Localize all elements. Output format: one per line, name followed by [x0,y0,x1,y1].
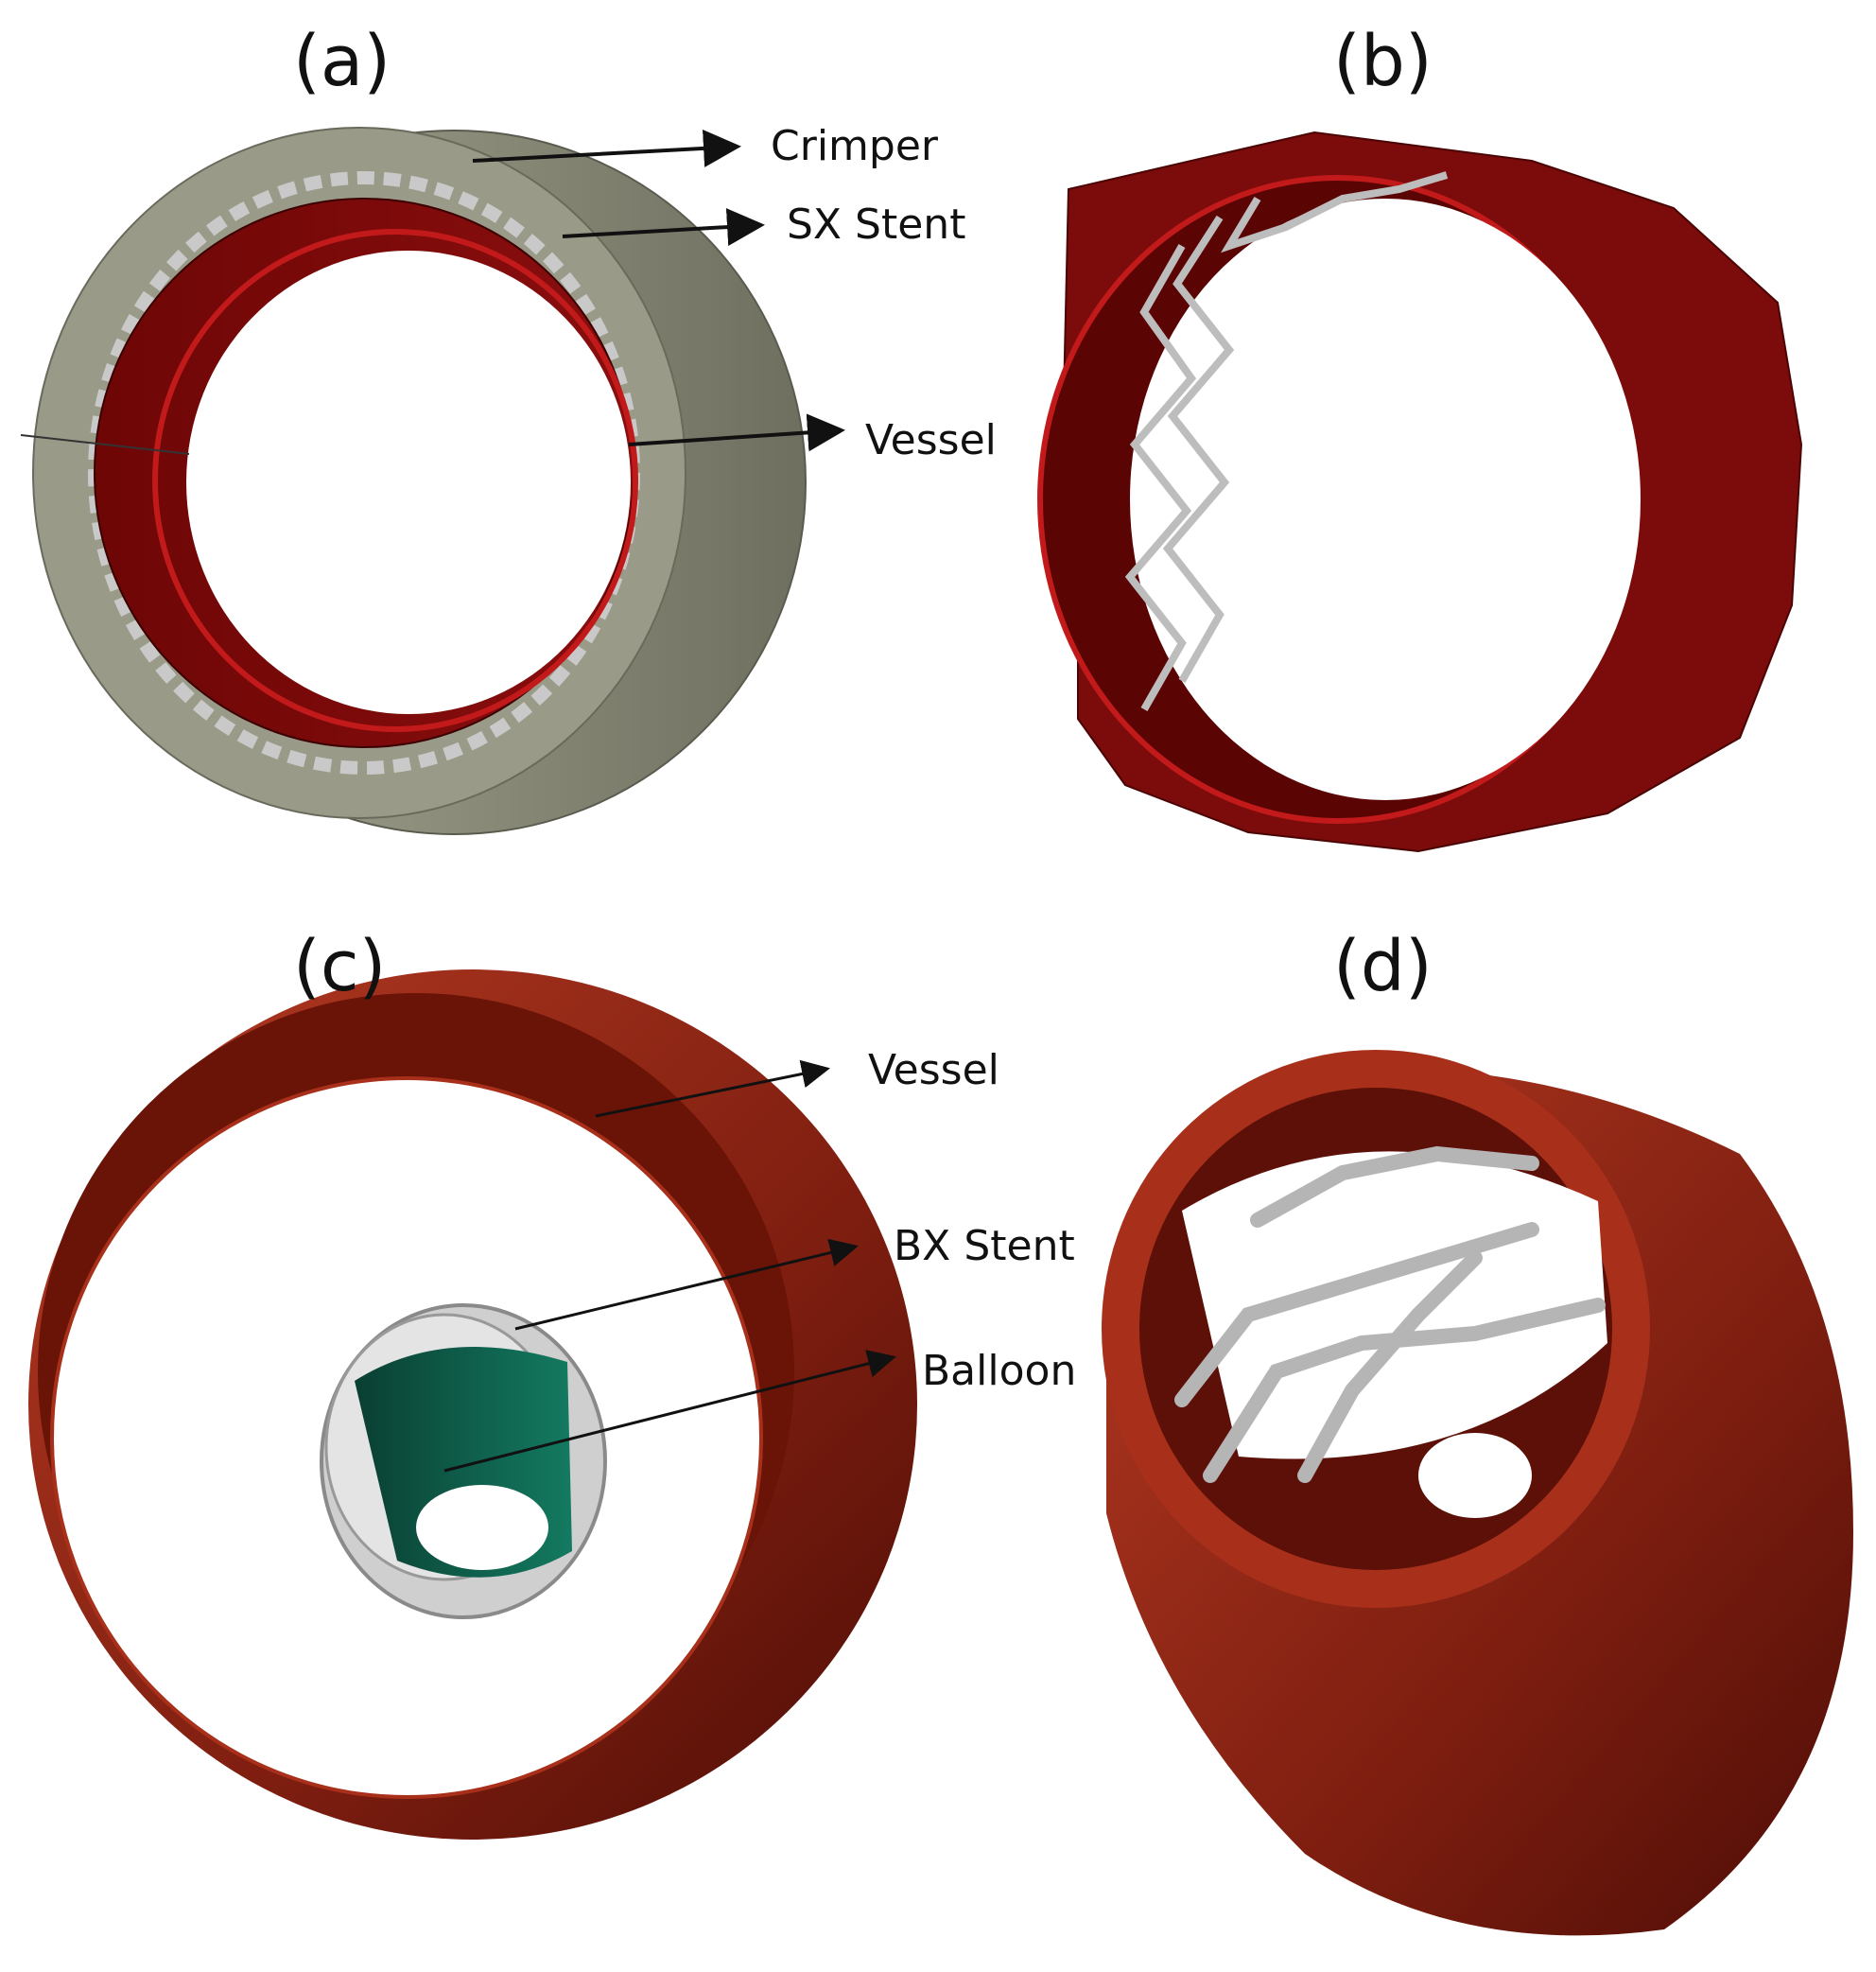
panel-d-illustration [1102,1050,1853,1936]
panel-label-a: (a) [293,21,391,102]
vessel-a-rim [152,229,638,732]
callout-balloon: Balloon [922,1347,1077,1395]
arrow-balloon [443,1350,896,1473]
arrow-bx-stent [514,1238,859,1331]
callout-crimper: Crimper [771,122,938,170]
vessel-c-front-rim [50,1076,763,1799]
vessel-b-lumen [1130,199,1641,800]
panel-label-c: (c) [293,926,387,1007]
panel-b-illustration [1037,131,1803,853]
callout-vessel-a: Vessel [865,416,997,464]
panel-c-illustration [28,969,917,1840]
panel-label-b: (b) [1333,21,1433,102]
vessel-a-lumen [186,251,631,714]
panel-a-illustration [20,127,807,835]
callout-arrows [443,129,896,1473]
arrow-sx-stent [562,208,765,247]
sx-stent-struts-b [1124,171,1449,711]
callout-vessel-c: Vessel [868,1046,999,1094]
arrow-vessel-c [595,1059,830,1118]
arrow-vessel-a [628,413,845,452]
arrow-crimper [472,129,741,167]
callout-sx-stent: SX Stent [787,201,966,249]
stent-struts-d [1174,1145,1606,1483]
panel-label-d: (d) [1333,926,1433,1007]
callout-bx-stent: BX Stent [894,1222,1075,1270]
